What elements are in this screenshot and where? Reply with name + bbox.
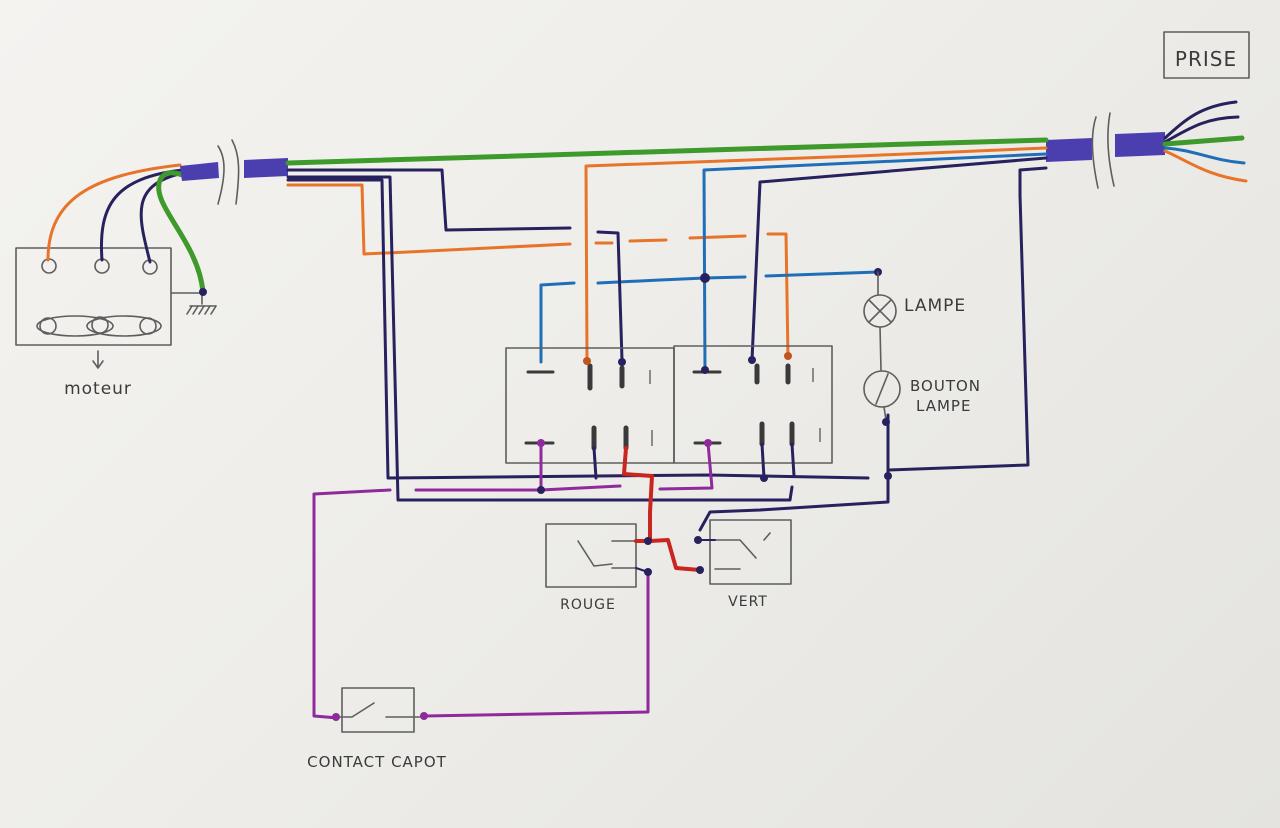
- double-switch-block: [505, 345, 833, 464]
- red-bridge: [634, 510, 716, 576]
- rouge-button: [545, 523, 637, 588]
- vert-button: [709, 519, 792, 585]
- lamp-button-label-line2: LAMPE: [916, 397, 971, 415]
- lamp-button-label-line1: BOUTON: [910, 377, 981, 395]
- hood-contact-label: CONTACT CAPOT: [307, 753, 447, 771]
- motor-box: [15, 247, 217, 369]
- prise-label: PRISE: [1175, 47, 1237, 71]
- prise-label-box: PRISE: [1163, 31, 1250, 79]
- hood-contact-switch: [332, 687, 428, 733]
- lamp-label: LAMPE: [904, 296, 966, 316]
- lamp-branch: [698, 271, 901, 532]
- switch-bridges: [592, 442, 796, 514]
- main-cable-wires: [285, 137, 1049, 502]
- right-cable-sheath: [1046, 112, 1165, 189]
- motor-wires: [46, 163, 207, 296]
- motor-label: moteur: [64, 379, 132, 399]
- vert-label: VERT: [728, 594, 768, 610]
- rouge-label: ROUGE: [560, 597, 616, 613]
- left-cable-sheath: [180, 139, 288, 205]
- purple-wires: [312, 439, 714, 720]
- plug-wires: [1162, 100, 1248, 183]
